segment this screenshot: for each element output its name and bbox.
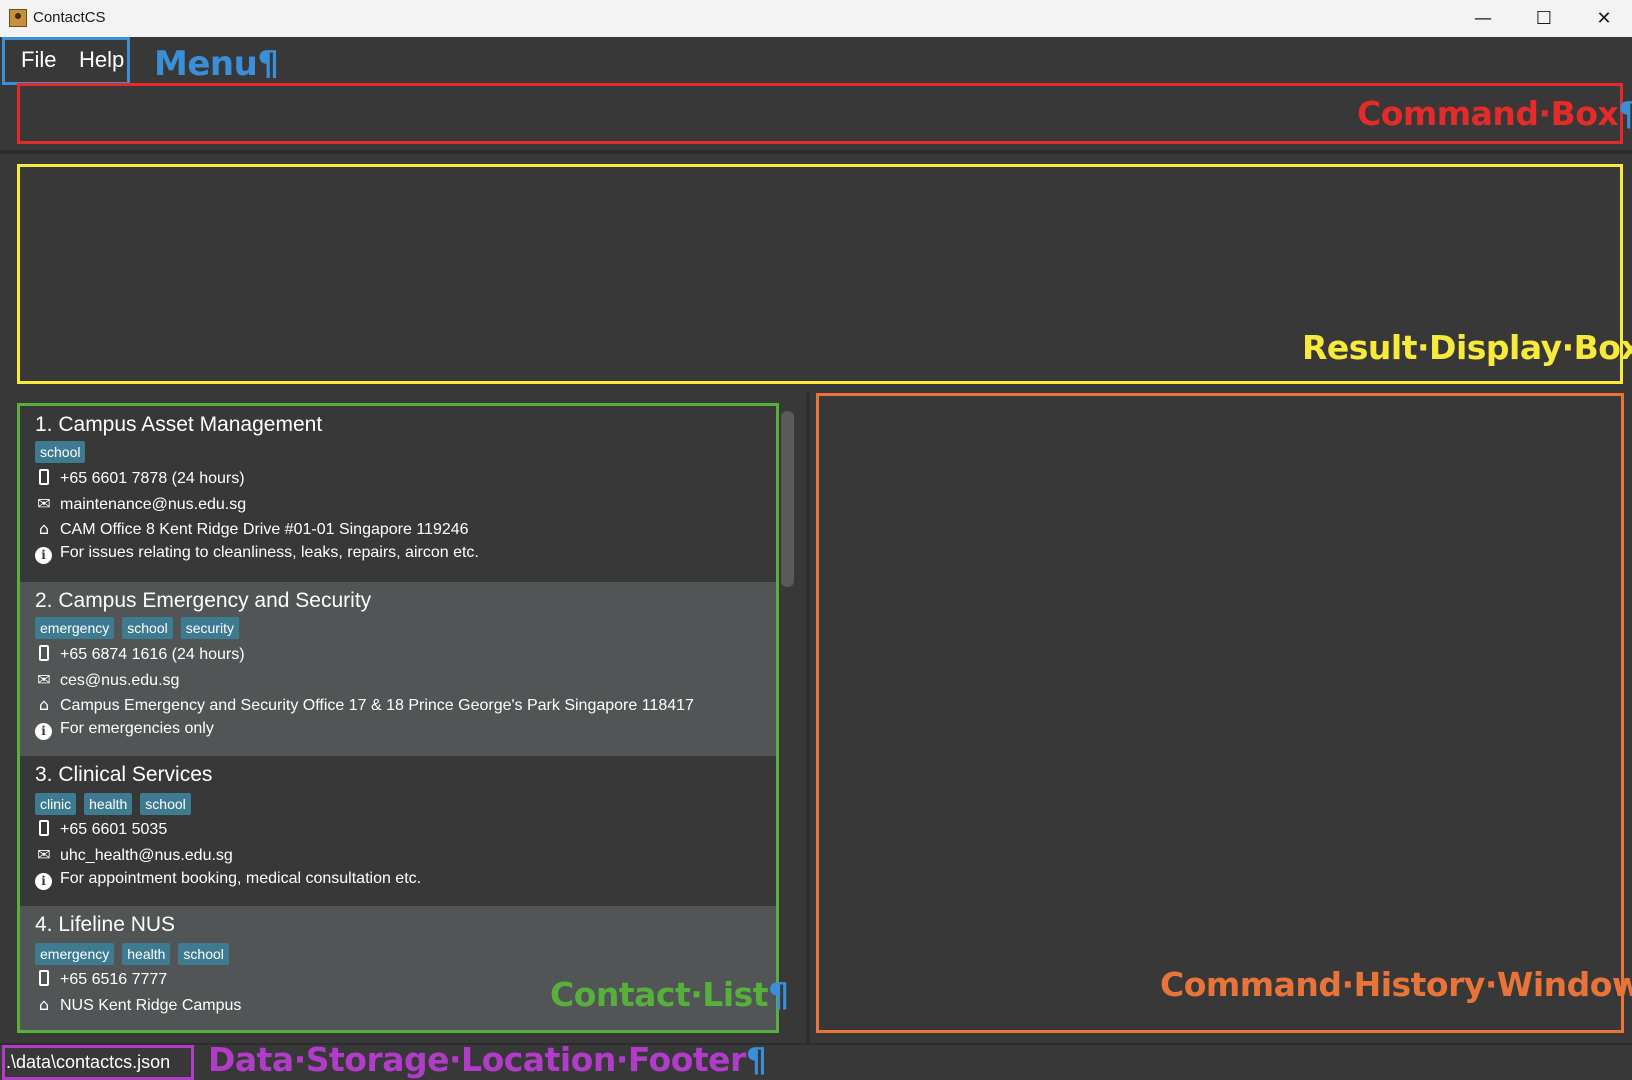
envelope-icon: ✉ [37,845,51,864]
title-bar: ContactCS — ☐ ✕ [0,0,1632,37]
house-icon: ⌂ [38,995,50,1014]
contact-address: ⌂CAM Office 8 Kent Ridge Drive #01-01 Si… [35,519,469,541]
footer-annotation-label: Data·Storage·Location·Footer¶ [208,1040,767,1079]
data-storage-path: .\data\contactcs.json [6,1052,171,1072]
tag: school [122,617,173,639]
contact-email: ✉ces@nus.edu.sg [35,670,179,692]
contact-phone: +65 6874 1616 (24 hours) [35,645,245,667]
contact-phone: +65 6601 5035 [35,820,167,842]
contact-email: ✉uhc_health@nus.edu.sg [35,845,233,867]
house-icon: ⌂ [38,519,50,538]
phone-icon [39,820,49,836]
divider [0,150,1632,154]
tag: health [84,793,133,815]
result-display-annotation-box [17,164,1623,384]
tag-list: clinic health school [35,793,199,815]
tag: school [35,441,86,463]
info-icon: i [35,873,52,890]
scrollbar-thumb[interactable] [781,411,794,587]
menu-annotation-box [2,37,130,85]
app-icon [9,9,27,27]
panel-splitter[interactable] [806,393,810,1043]
command-history-annotation-label: Command·History·Window¶ [1160,965,1632,1004]
menu-bar: File Help [0,37,1632,83]
contact-phone: +65 6601 7878 (24 hours) [35,469,245,491]
status-footer [0,1043,1632,1080]
envelope-icon: ✉ [37,494,51,513]
contact-list[interactable]: 1. Campus Asset Management school +65 66… [20,406,776,1030]
result-display-annotation-label: Result·Display·Box¶ [1302,328,1632,367]
contact-list-annotation-box [17,403,779,1033]
contact-address: ⌂Campus Emergency and Security Office 17… [35,695,694,717]
footer-annotation-box [2,1045,194,1080]
window-title: ContactCS [33,9,106,26]
command-history-annotation-box [816,393,1624,1033]
phone-icon [39,645,49,661]
tag: emergency [35,617,115,639]
house-icon: ⌂ [38,695,50,714]
maximize-button[interactable]: ☐ [1535,8,1553,29]
close-button[interactable]: ✕ [1596,8,1612,29]
command-box-annotation-label: Command·Box¶ [1357,94,1632,133]
minimize-button[interactable]: — [1474,8,1492,29]
tag: school [140,793,191,815]
tag: security [180,617,239,639]
phone-icon [39,469,49,485]
command-box-annotation-box [17,83,1623,144]
tag: school [178,943,229,965]
contact-list-annotation-label: Contact·List¶ [550,975,789,1014]
contact-name: 2. Campus Emergency and Security [35,589,372,612]
contact-card[interactable]: 1. Campus Asset Management school +65 66… [20,406,776,578]
phone-icon [39,970,49,986]
contact-name: 1. Campus Asset Management [35,413,323,436]
contact-card[interactable]: 4. Lifeline NUS emergency health school +6… [20,906,776,1030]
envelope-icon: ✉ [37,670,51,689]
info-icon: i [35,723,52,740]
contact-email: ✉maintenance@nus.edu.sg [35,494,246,516]
menu-annotation-label: Menu¶ [154,44,279,84]
menu-help[interactable]: Help [79,47,125,72]
contact-address: ⌂NUS Kent Ridge Campus [35,995,242,1017]
tag-list: emergency school security [35,617,247,639]
tag-list: school [35,441,93,463]
contact-name: 3. Clinical Services [35,763,213,786]
contact-name: 4. Lifeline NUS [35,913,176,936]
info-icon: i [35,547,52,564]
contact-card[interactable]: 2. Campus Emergency and Security emergen… [20,582,776,756]
contact-phone: +65 6516 7777 [35,970,167,992]
menu-file[interactable]: File [21,47,57,72]
command-input[interactable] [20,86,1620,141]
tag: clinic [35,793,77,815]
tag: health [122,943,171,965]
tag: emergency [35,943,115,965]
tag-list: emergency health school [35,943,237,965]
